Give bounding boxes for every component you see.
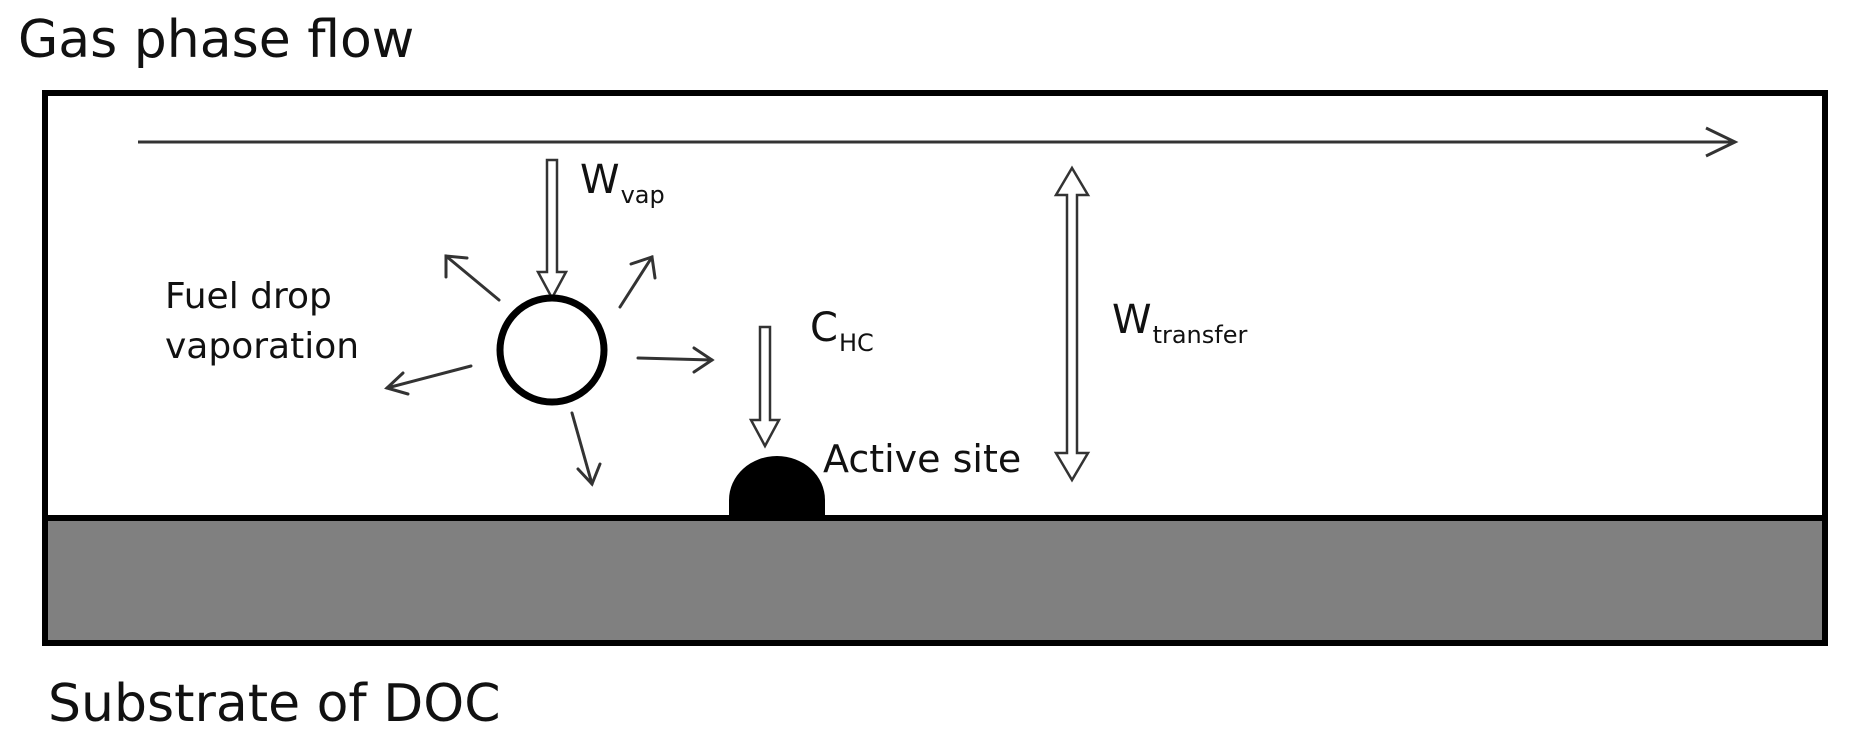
w-transfer-label: Wtransfer: [1112, 300, 1247, 347]
vaporation-arrows: [384, 254, 715, 487]
fuel-drop-label-line2: vaporation: [165, 326, 360, 368]
substrate-layer: [42, 515, 1828, 646]
w-vap-base: W: [580, 157, 620, 203]
fuel-drop-label-line1: Fuel drop: [165, 276, 332, 317]
c-hc-base: C: [810, 305, 838, 351]
c-hc-sub: HC: [838, 329, 874, 357]
active-site-dome: [729, 456, 825, 520]
c-hc-arrow: [748, 325, 782, 449]
gas-flow-arrow: [138, 126, 1739, 158]
w-vap-sub: vap: [620, 181, 665, 209]
w-transfer-arrow: [1053, 165, 1091, 483]
gas-phase-flow-label: Gas phase flow: [18, 10, 415, 70]
fuel-drop: [496, 294, 608, 406]
w-vap-arrow: [535, 158, 569, 301]
active-site-label: Active site: [823, 437, 1022, 481]
w-transfer-base: W: [1112, 297, 1152, 343]
c-hc-label: CHC: [810, 308, 874, 355]
w-vap-label: Wvap: [580, 160, 665, 207]
substrate-label: Substrate of DOC: [48, 674, 501, 734]
w-transfer-sub: transfer: [1152, 321, 1248, 349]
fuel-drop-label: Fuel drop vaporation: [165, 272, 359, 373]
